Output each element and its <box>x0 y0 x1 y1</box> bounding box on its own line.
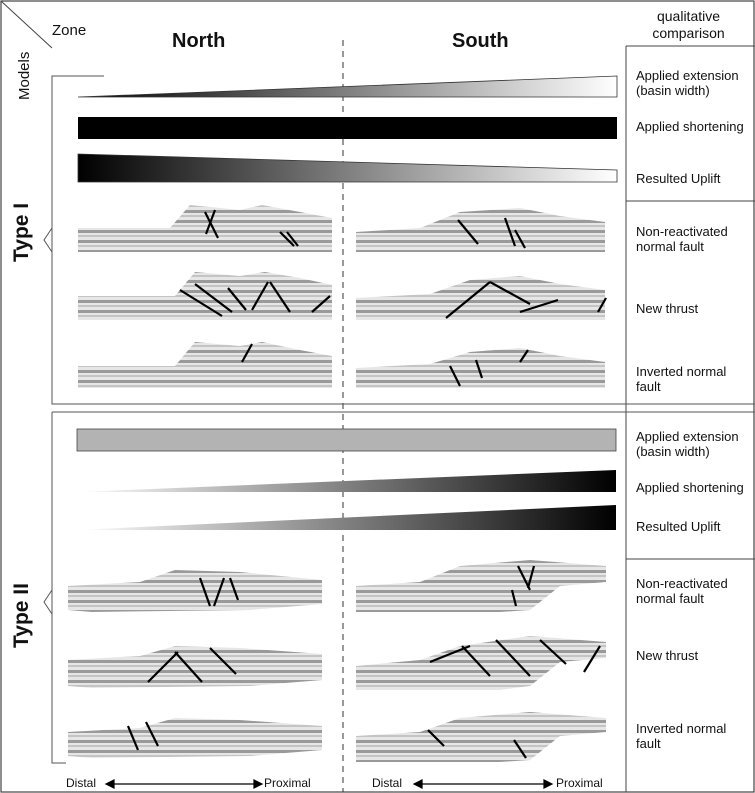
type1-north-model-3 <box>78 342 332 388</box>
south-title: South <box>452 30 509 53</box>
type1-row-extension: Applied extension(basin width) <box>636 68 739 98</box>
type2-north-model-1 <box>68 570 322 612</box>
type1-row-shortening: Applied shortening <box>636 119 744 134</box>
type2-shortening-wedge <box>77 470 616 492</box>
type1-north-model-2 <box>78 272 332 320</box>
right-proximal-label: Proximal <box>556 776 603 790</box>
type2-bracket <box>52 412 66 763</box>
type2-north-model-3 <box>68 718 322 758</box>
type2-uplift-wedge <box>77 505 616 530</box>
type2-south-model-3 <box>356 712 606 762</box>
type2-row-new-thrust: New thrust <box>636 648 698 663</box>
type1-south-model-2 <box>356 276 606 320</box>
left-axis-arrow <box>106 780 262 788</box>
models-label: Models <box>16 52 33 100</box>
type1-south-model-1 <box>356 208 605 252</box>
qualitative-comparison-header: qualitative comparison <box>622 8 755 42</box>
type2-row-shortening: Applied shortening <box>636 480 744 495</box>
corner-diagonal <box>1 1 52 48</box>
right-distal-label: Distal <box>372 776 402 790</box>
type2-north-model-2 <box>68 646 322 688</box>
left-distal-label: Distal <box>66 776 96 790</box>
right-axis-arrow <box>414 780 552 788</box>
zone-label: Zone <box>52 22 86 39</box>
type2-row-extension: Applied extension(basin width) <box>636 429 739 459</box>
type2-row-uplift: Resulted Uplift <box>636 519 721 534</box>
type1-north-model-1 <box>78 205 332 252</box>
type2-south-model-1 <box>356 560 606 612</box>
type1-uplift-wedge <box>78 154 617 182</box>
type1-shortening-bar <box>78 117 617 139</box>
left-proximal-label: Proximal <box>264 776 311 790</box>
north-title: North <box>172 30 225 53</box>
type1-row-new-thrust: New thrust <box>636 301 698 316</box>
type1-extension-wedge <box>78 76 617 97</box>
type1-row-uplift: Resulted Uplift <box>636 171 721 186</box>
type2-extension-bar <box>77 429 616 451</box>
type2-label: Type II <box>10 583 34 648</box>
type1-label: Type I <box>10 203 34 262</box>
type2-south-model-2 <box>356 636 606 690</box>
type1-south-model-3 <box>356 348 605 388</box>
